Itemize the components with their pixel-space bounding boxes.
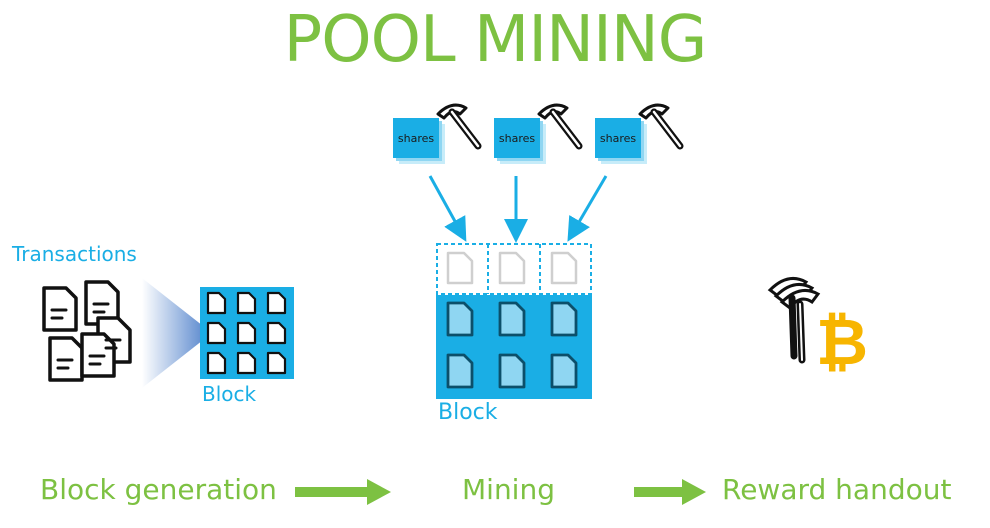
document-icon [550, 251, 578, 285]
stage-reward-handout: Reward handout [722, 473, 952, 506]
pickaxe-icon [638, 103, 684, 150]
document-icon [206, 291, 227, 315]
shares-label: shares [599, 131, 637, 145]
transactions-label: Transactions [12, 242, 137, 266]
stage-mining: Mining [462, 473, 555, 506]
shares-card-1: shares [393, 118, 439, 158]
small-block-label: Block [202, 382, 257, 406]
document-icon [236, 291, 257, 315]
document-icon [498, 301, 526, 337]
document-icon [550, 301, 578, 337]
document-icon [446, 301, 474, 337]
arrow-icon [428, 175, 467, 242]
arrow-icon [567, 175, 608, 242]
document-icon [498, 251, 526, 285]
document-icon [206, 321, 227, 345]
document-icon [206, 351, 227, 375]
shares-label: shares [397, 131, 435, 145]
bitcoin-icon: ₿ [816, 306, 868, 380]
document-icon [236, 321, 257, 345]
small-block [200, 287, 294, 379]
document-icon [550, 353, 578, 389]
arrow-icon [634, 479, 706, 505]
reward-icon: ₿ [767, 276, 868, 380]
svg-text:₿: ₿ [816, 306, 868, 380]
mining-block-label: Block [438, 400, 498, 425]
document-icon [266, 291, 287, 315]
shares-card-3: shares [595, 118, 641, 158]
pickaxe-icon [436, 103, 482, 150]
document-icon [446, 251, 474, 285]
document-icon [236, 351, 257, 375]
transactions-documents [42, 280, 132, 382]
shares-arrows [428, 175, 608, 243]
mining-block [436, 243, 592, 399]
pickaxe-stack-icon [767, 276, 821, 364]
arrow-icon [295, 479, 391, 505]
stage-block-generation: Block generation [40, 473, 277, 506]
document-icon [266, 351, 287, 375]
shares-label: shares [498, 131, 536, 145]
document-icon [498, 353, 526, 389]
page-title: POOL MINING [283, 3, 708, 77]
pickaxe-icon [537, 103, 583, 150]
document-icon [446, 353, 474, 389]
document-icon [266, 321, 287, 345]
shares-card-2: shares [494, 118, 540, 158]
gradient-arrow-icon [142, 278, 212, 388]
